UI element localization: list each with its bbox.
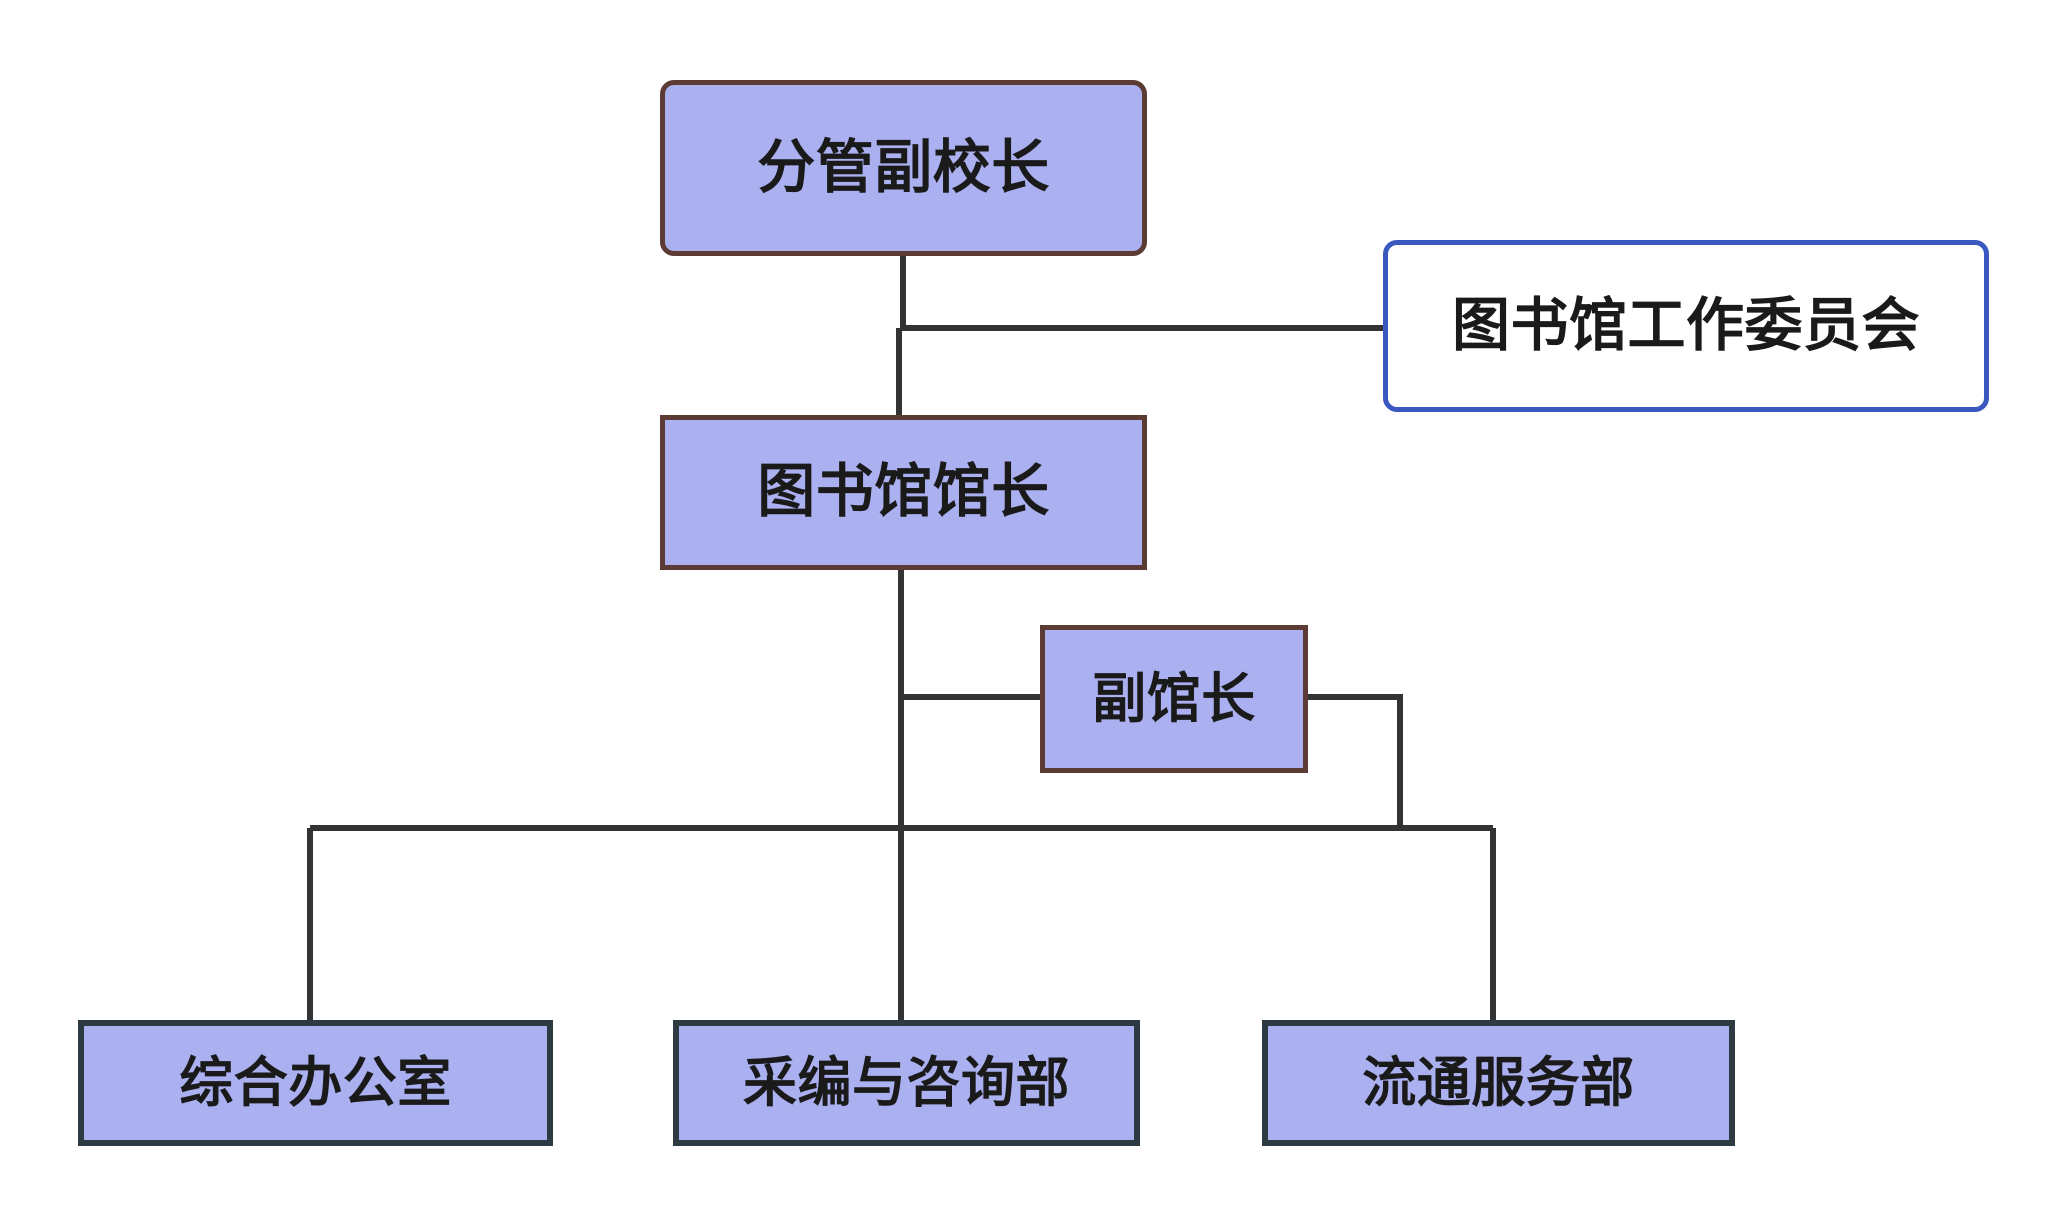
node-general-office-label: 综合办公室 [179,1052,452,1113]
node-deputy-director[interactable]: 副馆长 [1040,625,1308,773]
node-library-work-committee[interactable]: 图书馆工作委员会 [1383,240,1989,412]
node-vp-principal[interactable]: 分管副校长 [660,80,1147,256]
node-acquisition-and-reference-dept-label: 采编与咨询部 [743,1052,1070,1113]
node-library-director-label: 图书馆馆长 [757,459,1050,525]
node-library-director[interactable]: 图书馆馆长 [660,415,1147,570]
node-acquisition-and-reference-dept[interactable]: 采编与咨询部 [673,1020,1140,1146]
edge-vp-to-committee-line [900,256,1383,331]
node-circulation-service-dept-label: 流通服务部 [1362,1052,1635,1113]
node-deputy-director-label: 副馆长 [1092,668,1256,729]
node-vp-principal-label: 分管副校长 [757,134,1050,200]
node-library-work-committee-label: 图书馆工作委员会 [1451,292,1920,358]
edge-deputy-to-circulation-line [1308,694,1403,828]
node-general-office[interactable]: 综合办公室 [78,1020,553,1146]
node-circulation-service-dept[interactable]: 流通服务部 [1262,1020,1735,1146]
